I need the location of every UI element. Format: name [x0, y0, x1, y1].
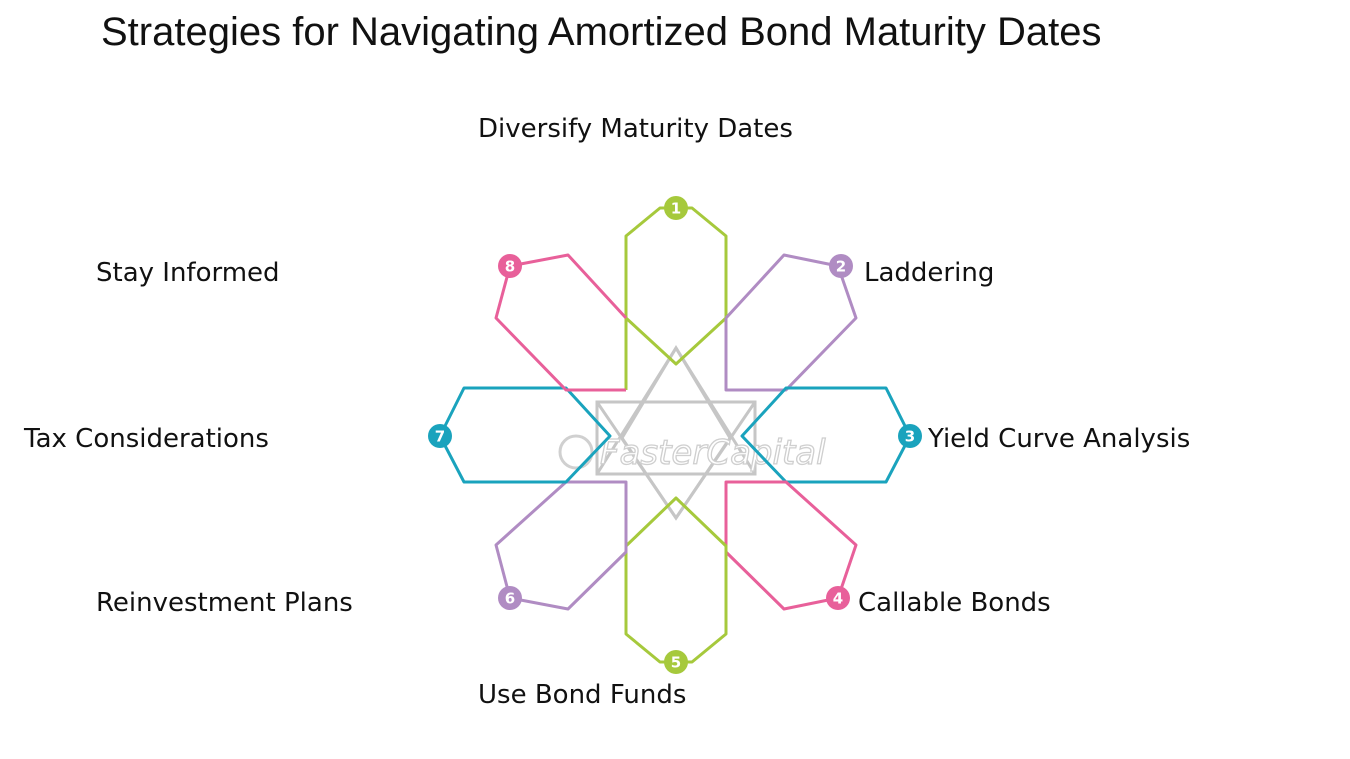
badge-8: 8 [498, 254, 522, 278]
badge-6: 6 [498, 586, 522, 610]
petal-1 [624, 206, 728, 390]
badge-number: 7 [435, 428, 445, 446]
strategy-label-8: Stay Informed [96, 258, 280, 288]
central-star [595, 345, 757, 521]
petal-8 [494, 253, 628, 392]
star-line-b [595, 345, 757, 475]
petal-7 [438, 386, 612, 484]
watermark: FasterCapital [558, 432, 827, 474]
badge-2: 2 [829, 254, 853, 278]
strategy-label-4: Callable Bonds [858, 588, 1051, 618]
badge-1: 1 [664, 196, 688, 220]
strategy-label-2: Laddering [864, 258, 995, 288]
strategy-label-6: Reinvestment Plans [96, 588, 353, 618]
badge-number: 6 [505, 590, 515, 608]
badge-5: 5 [664, 650, 688, 674]
strategy-label-5: Use Bond Funds [478, 680, 687, 710]
page-title: Strategies for Navigating Amortized Bond… [101, 10, 1102, 54]
watermark-text: FasterCapital [600, 433, 826, 473]
badge-7: 7 [428, 424, 452, 448]
petal-2 [724, 253, 858, 392]
badge-number: 3 [905, 428, 915, 446]
badge-number: 4 [833, 590, 843, 608]
badge-4: 4 [826, 586, 850, 610]
petal-4 [724, 480, 858, 611]
petal-3 [740, 386, 912, 484]
strategy-label-1: Diversify Maturity Dates [478, 114, 793, 144]
badge-number: 1 [671, 200, 681, 218]
badge-number: 8 [505, 258, 515, 276]
star-line-a [595, 401, 757, 521]
strategy-label-3: Yield Curve Analysis [928, 424, 1191, 454]
strategy-label-7: Tax Considerations [24, 424, 269, 454]
petal-5 [624, 496, 728, 664]
badge-3: 3 [898, 424, 922, 448]
watermark-gear-icon [558, 434, 594, 470]
badge-number: 5 [671, 654, 681, 672]
badge-number: 2 [836, 258, 846, 276]
